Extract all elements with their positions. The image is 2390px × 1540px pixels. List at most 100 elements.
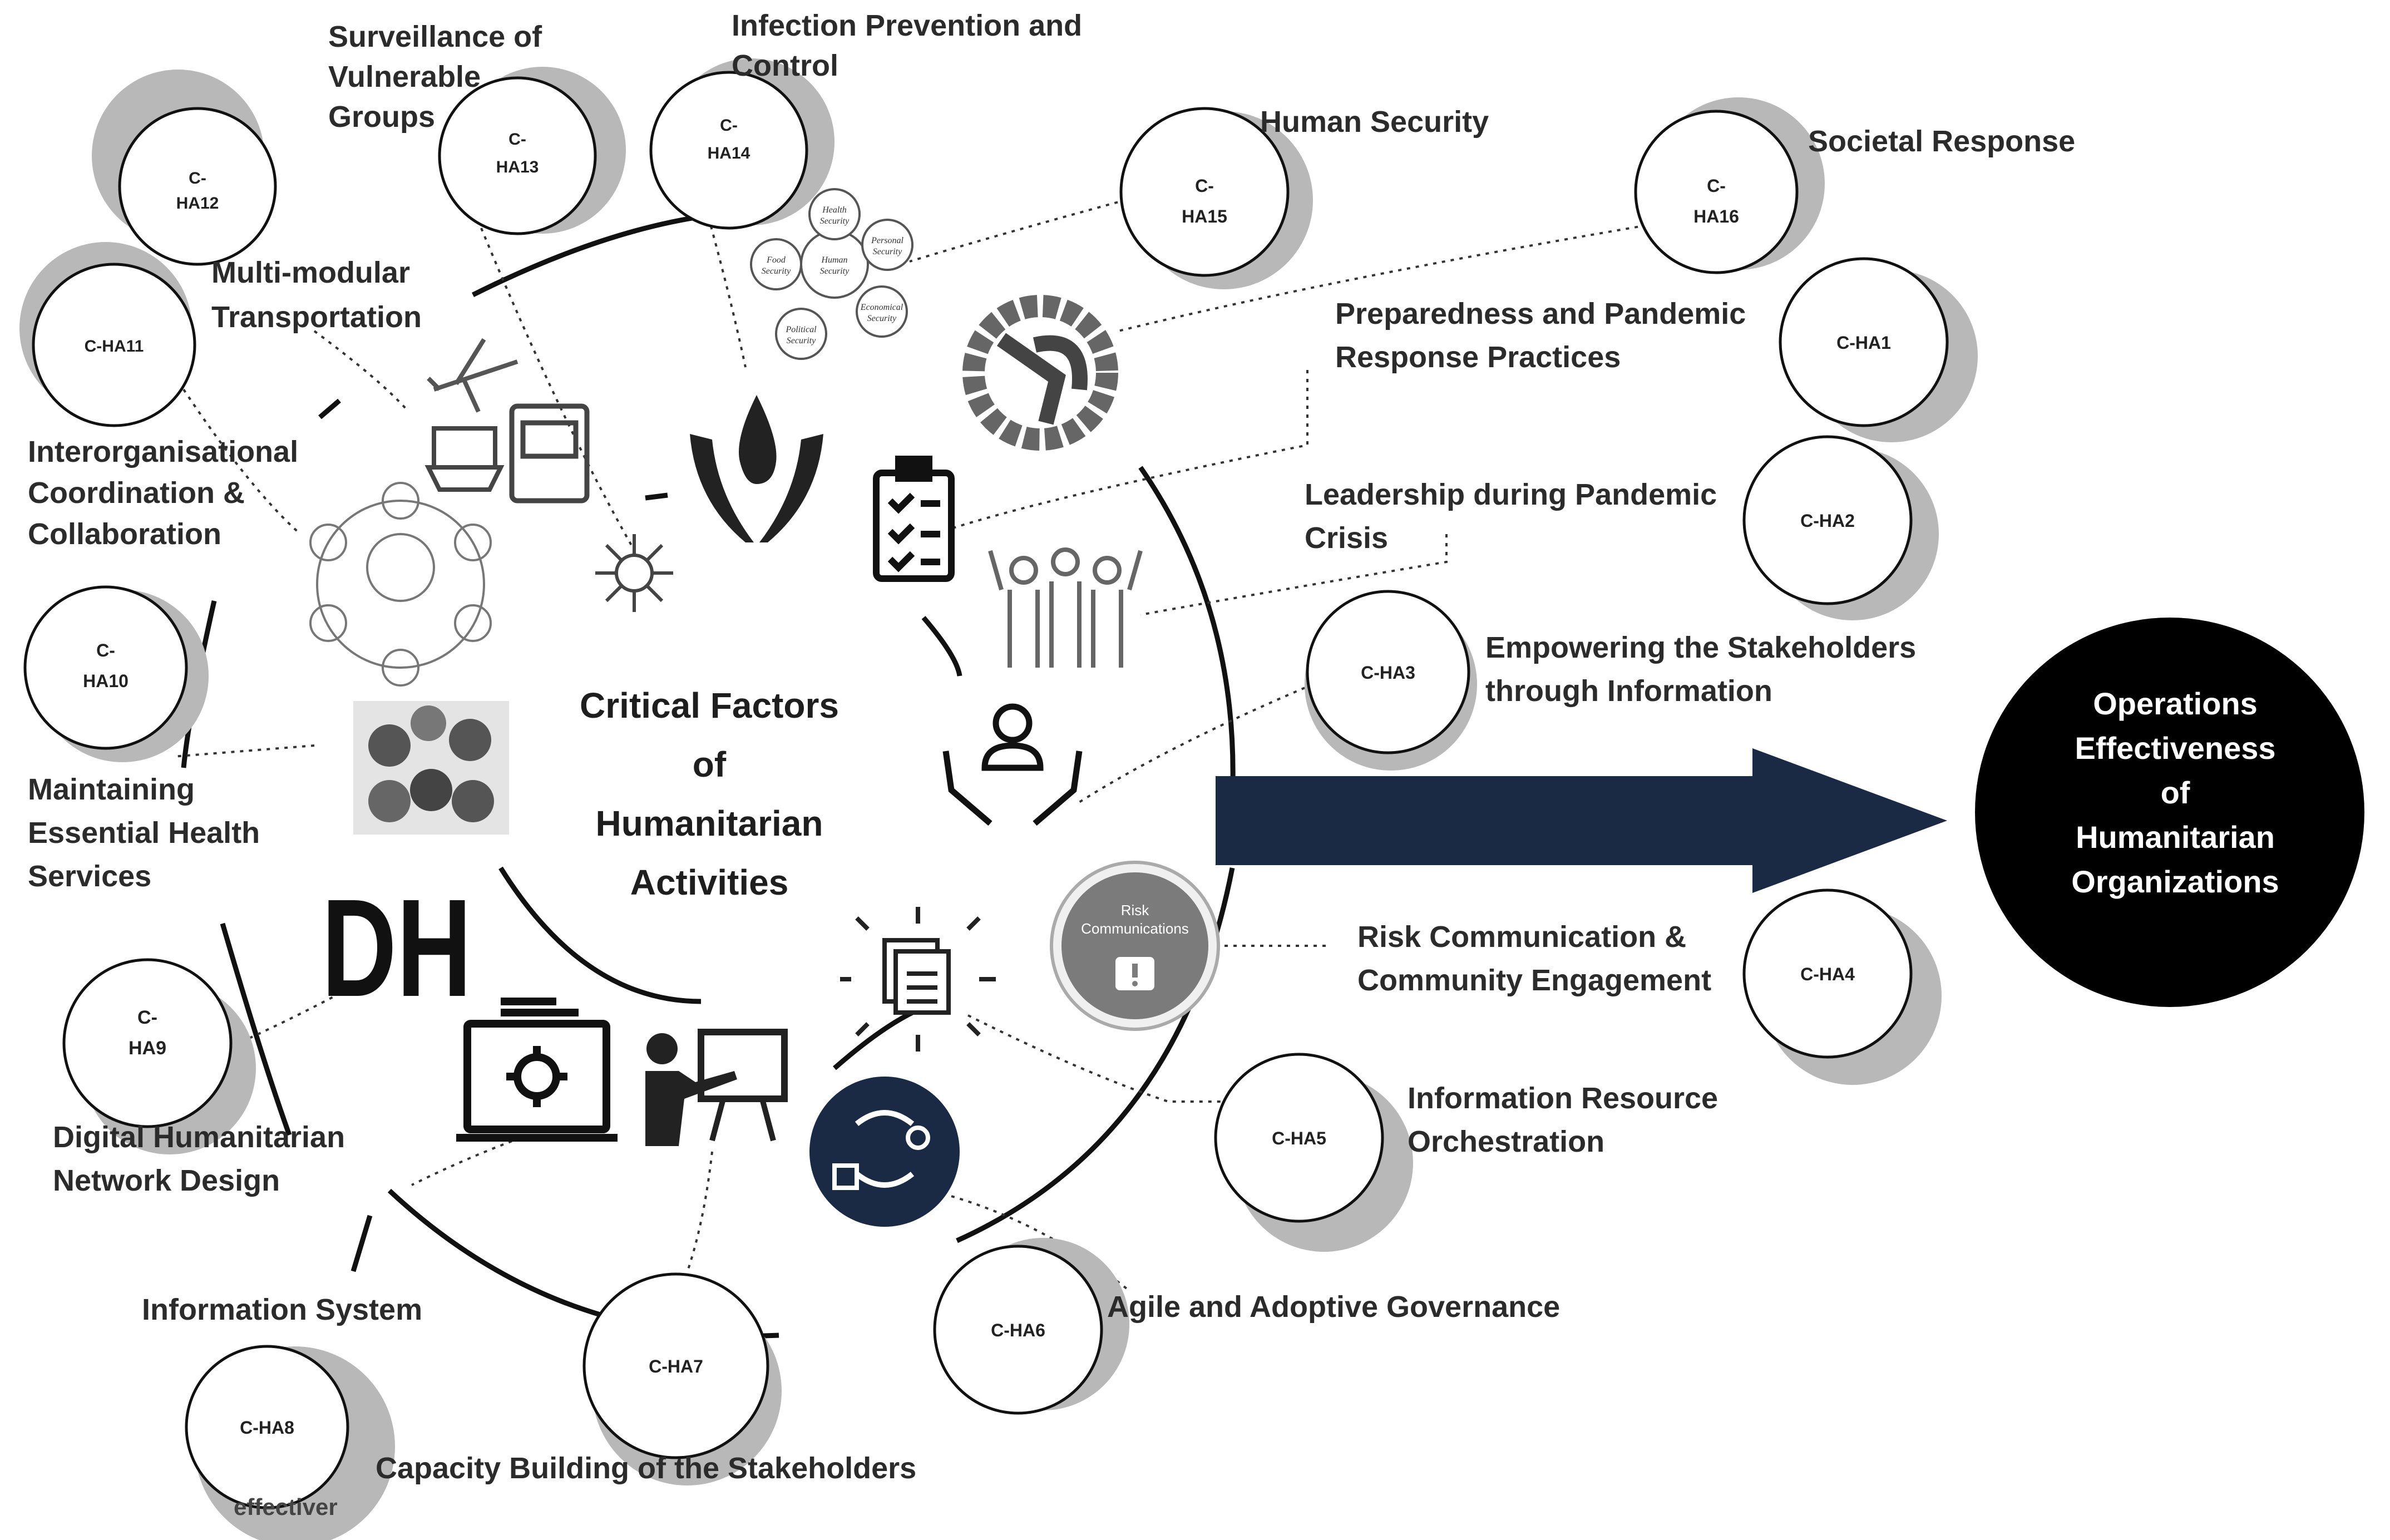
center-title: Critical Factors of Humanitarian Activit…	[580, 685, 839, 902]
connector-ha6	[951, 1195, 1130, 1292]
label-ha3: Empowering the Stakeholders through Info…	[1485, 631, 1917, 708]
code-ha10: C-HA10	[83, 640, 129, 691]
fragment-text: effectiver	[234, 1494, 338, 1520]
dh-logo: DH	[322, 870, 472, 1025]
code-circle-ha3: C-HA3	[1305, 590, 1477, 771]
label-ha1: Preparedness and Pandemic Response Pract…	[1335, 297, 1746, 374]
arc-right	[1138, 466, 1236, 802]
arc-left-lower	[220, 922, 292, 1136]
airplane-icon	[427, 338, 519, 413]
outcome-circle	[1975, 618, 2364, 1007]
connector-ha1	[951, 370, 1308, 530]
code-circle-ha9: C-HA9	[62, 958, 256, 1154]
outcome-label: Operations Effectiveness of Humanitarian…	[2071, 686, 2279, 899]
connector-ha12	[313, 330, 407, 410]
arc-inner-left-b	[645, 492, 668, 501]
gear-ring-icon	[962, 295, 1118, 451]
health-services-icon	[353, 701, 509, 835]
code-ha13: C-HA13	[496, 130, 539, 176]
label-ha14: Infection Prevention and Control	[732, 9, 1083, 82]
code-circles: C-HA1 C-HA2 C-HA3 C-HA4 C-HA5 C-HA6 C-HA…	[19, 58, 1978, 1540]
label-ha10: Maintaining Essential Health Services	[28, 773, 260, 893]
code-ha6: C-HA6	[991, 1320, 1045, 1340]
label-ha13: Surveillance of Vulnerable Groups	[328, 20, 542, 134]
code-ha3: C-HA3	[1361, 663, 1415, 683]
code-circle-ha15: C-HA15	[1119, 107, 1313, 289]
clipboard-icon	[873, 456, 955, 582]
code-circle-ha2: C-HA2	[1742, 435, 1939, 620]
code-ha8: C-HA8	[240, 1418, 294, 1438]
code-circle-ha5: C-HA5	[1214, 1053, 1413, 1252]
connector-ha2	[1140, 534, 1448, 616]
presentation-teacher-icon	[645, 1029, 788, 1146]
code-ha1: C-HA1	[1836, 333, 1891, 353]
hands-person-icon	[942, 703, 1083, 826]
code-circle-ha1: C-HA1	[1779, 257, 1978, 442]
code-circle-ha7: C-HA7	[582, 1272, 782, 1485]
code-ha12: C-HA12	[176, 169, 219, 213]
code-circle-ha13: C-HA13	[438, 67, 626, 235]
label-ha8: Information System	[142, 1293, 423, 1326]
label-ha2: Leadership during Pandemic Crisis	[1305, 478, 1717, 555]
code-ha16: C-HA16	[1693, 176, 1739, 226]
ship-icon	[424, 426, 505, 492]
label-ha9: Digital Humanitarian Network Design	[53, 1121, 345, 1197]
code-circle-ha6: C-HA6	[933, 1238, 1129, 1415]
label-ha4: Risk Communication & Community Engagemen…	[1357, 920, 1712, 997]
human-security-diagram-icon	[750, 188, 913, 360]
agile-cycle-icon	[809, 1077, 960, 1227]
arc-inner-left-a	[318, 398, 341, 419]
label-ha16: Societal Response	[1808, 125, 2076, 158]
code-circle-ha10: C-HA10	[23, 585, 209, 762]
connector-ha13	[480, 228, 633, 546]
code-ha5: C-HA5	[1272, 1128, 1326, 1148]
connector-ha14	[703, 200, 747, 368]
connector-ha7	[669, 1151, 713, 1314]
network-person-icon	[595, 534, 673, 612]
coordination-cycle-icon	[309, 482, 492, 687]
label-ha12: Multi-modular Transportation	[211, 256, 422, 334]
connector-ha5	[967, 1014, 1224, 1103]
code-ha2: C-HA2	[1800, 511, 1855, 531]
code-circle-ha16: C-HA16	[1634, 97, 1825, 274]
connector-ha9	[225, 984, 357, 1050]
connectors	[172, 196, 1647, 1314]
connector-ha8	[411, 1134, 529, 1186]
code-ha14: C-HA14	[708, 116, 750, 162]
label-ha7: Capacity Building of the Stakeholders	[376, 1452, 917, 1485]
code-ha9: C-HA9	[129, 1007, 166, 1059]
document-process-icon	[840, 907, 996, 1052]
label-ha11: Interorganisational Coordination & Colla…	[28, 435, 299, 551]
code-circle-ha11: C-HA11	[19, 242, 196, 427]
team-celebrate-icon	[988, 547, 1143, 668]
code-ha15: C-HA15	[1182, 176, 1227, 226]
main-arrow	[1216, 748, 1947, 893]
arc-inner-b	[833, 1010, 914, 1070]
connector-ha16	[1118, 224, 1647, 332]
arc-inner-right	[921, 616, 962, 677]
computer-gear-icon	[456, 998, 618, 1142]
code-circle-ha14: C-HA14	[649, 58, 834, 230]
truck-icon	[509, 403, 590, 504]
arc-inner-bottom	[498, 866, 702, 1004]
code-circle-ha4: C-HA4	[1742, 889, 1942, 1085]
label-ha5: Information Resource Orchestration	[1408, 1082, 1719, 1158]
arc-bottom-left-tick	[350, 1215, 373, 1272]
connector-ha15	[909, 196, 1135, 263]
code-ha4: C-HA4	[1800, 964, 1855, 984]
label-ha15: Human Security	[1260, 105, 1489, 139]
code-ha7: C-HA7	[649, 1356, 703, 1376]
code-circle-ha12: C-HA12	[92, 70, 277, 266]
code-circle-ha8: C-HA8	[185, 1345, 395, 1540]
connector-ha3	[1075, 683, 1313, 805]
